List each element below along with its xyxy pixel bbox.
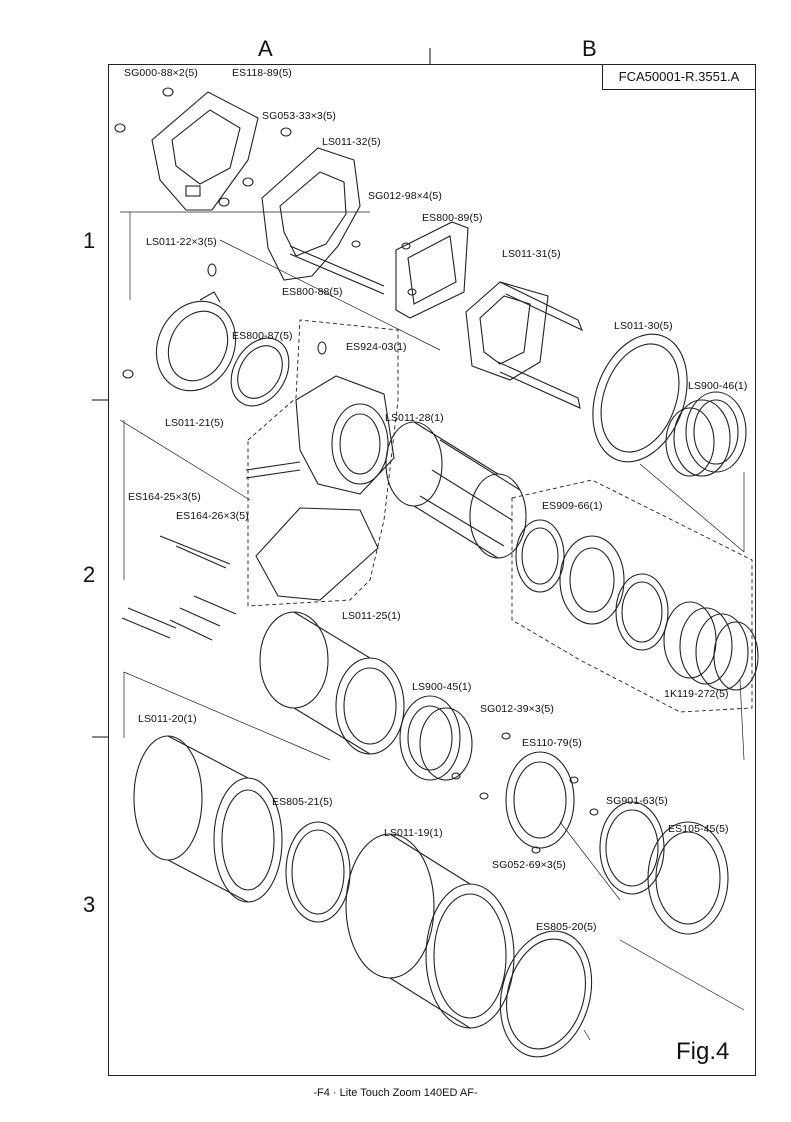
bracket-es800-89 xyxy=(351,221,469,319)
part-label: SG901-63(5) xyxy=(606,795,668,807)
bellows-1k119-272 xyxy=(663,601,759,691)
bracket-ls011-32 xyxy=(261,147,385,295)
rings-es909-66 xyxy=(515,519,669,651)
drawing-frame xyxy=(108,64,756,1076)
figure-label: Fig.4 xyxy=(676,1038,730,1065)
part-label: ES800-88(5) xyxy=(282,286,343,298)
part-label: ES800-89(5) xyxy=(422,212,483,224)
cylinder-ls011-25 xyxy=(259,611,405,755)
part-label: ES800-87(5) xyxy=(232,330,293,342)
document-id: FCA50001-R.3551.A xyxy=(602,64,756,90)
part-label: LS011-25(1) xyxy=(342,610,401,622)
part-label: ES118-89(5) xyxy=(232,67,292,79)
part-label: SG000-88×2(5) xyxy=(124,67,198,79)
ring-bracket-ls011-30 xyxy=(592,333,688,463)
part-label: ES110-79(5) xyxy=(522,737,582,749)
part-label: ES909-66(1) xyxy=(542,500,603,512)
lens-ls900-46 xyxy=(665,391,747,477)
ring-es800-87 xyxy=(230,337,290,407)
springs-es164 xyxy=(121,535,237,641)
part-label: LS011-22×3(5) xyxy=(146,236,217,248)
part-label: LS011-32(5) xyxy=(322,136,381,148)
part-label: SG052-69×3(5) xyxy=(492,859,566,871)
part-label: LS011-19(1) xyxy=(384,827,443,839)
part-label: LS900-45(1) xyxy=(412,681,472,693)
part-label: SG012-98×4(5) xyxy=(368,190,442,202)
ring-es805-21 xyxy=(285,821,351,923)
part-label: LS900-46(1) xyxy=(688,380,748,392)
part-label: ES164-26×3(5) xyxy=(176,510,249,522)
part-label: SG012-39×3(5) xyxy=(480,703,554,715)
part-label: LS011-28(1) xyxy=(385,412,444,424)
part-label: ES164-25×3(5) xyxy=(128,491,201,503)
part-label: LS011-20(1) xyxy=(138,713,197,725)
column-header-b: B xyxy=(582,36,597,61)
ring-es805-20 xyxy=(499,930,593,1058)
page-footer: -F4 · Lite Touch Zoom 140ED AF- xyxy=(313,1087,478,1099)
rear-plate-es118 xyxy=(151,91,259,211)
column-header-a: A xyxy=(258,36,273,61)
tube-ls011-19 xyxy=(345,833,515,1029)
cylinder-ls011-28 xyxy=(385,421,527,559)
part-label: ES924-03(1) xyxy=(346,341,407,353)
part-label: LS011-31(5) xyxy=(502,248,561,260)
ring-ls011-21 xyxy=(122,263,237,392)
mount-es110-79 xyxy=(505,751,599,854)
part-label: 1K119-272(5) xyxy=(664,688,729,700)
part-label: ES805-20(5) xyxy=(536,921,597,933)
tube-ls011-20 xyxy=(133,735,283,903)
part-label: SG053-33×3(5) xyxy=(262,110,336,122)
part-label: LS011-21(5) xyxy=(165,417,224,429)
row-header-2: 2 xyxy=(83,562,96,587)
row-header-1: 1 xyxy=(83,228,96,253)
ring-es105-45 xyxy=(647,821,729,935)
part-label: LS011-30(5) xyxy=(614,320,673,332)
screw-sg000 xyxy=(114,87,292,207)
shutter-es924-03 xyxy=(245,341,395,601)
part-label: ES105-45(5) xyxy=(668,823,729,835)
lens-ls900-45 xyxy=(399,695,511,800)
part-label: ES805-21(5) xyxy=(272,796,333,808)
row-header-3: 3 xyxy=(83,892,96,917)
bracket-ls011-31 xyxy=(465,281,584,409)
